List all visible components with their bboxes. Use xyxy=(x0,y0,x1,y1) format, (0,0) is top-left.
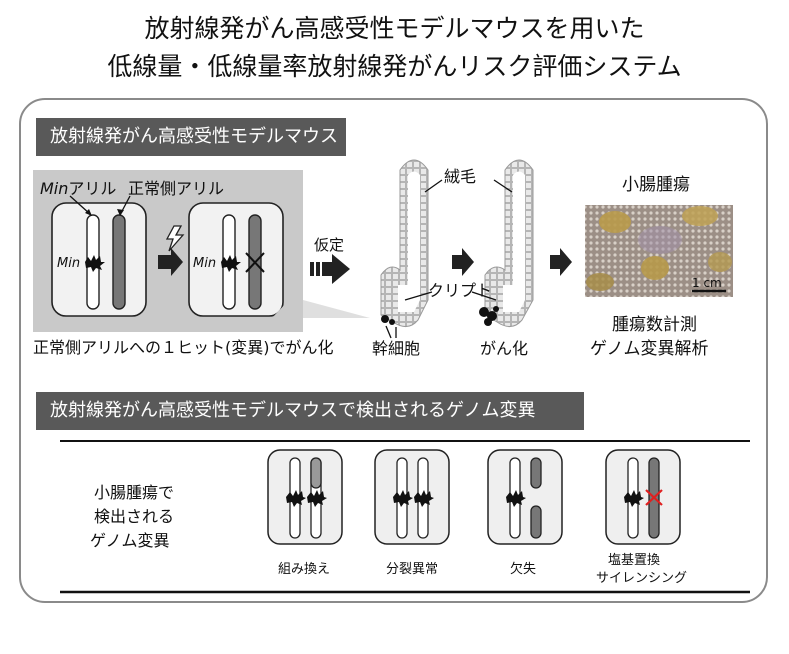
arrow-icon-3 xyxy=(452,248,474,276)
scale-label: 1 cm xyxy=(692,276,722,290)
analysis-genome: ゲノム変異解析 xyxy=(590,339,709,359)
caption-one-hit: 正常側アリルへの１ヒット(変異)でがん化 xyxy=(33,338,334,357)
tumor-title: 小腸腫瘍 xyxy=(622,175,690,195)
analysis-count: 腫瘍数計測 xyxy=(612,315,697,335)
title-line-2: 低線量・低線量率放射線発がんリスク評価システム xyxy=(107,52,682,81)
title-line-1: 放射線発がん高感受性モデルマウスを用いた xyxy=(144,14,645,43)
mutation-deletion xyxy=(487,449,563,545)
type-recombination: 組み換え xyxy=(278,562,331,577)
mutation-base-substitution xyxy=(605,449,681,545)
cancer-label: がん化 xyxy=(480,339,529,358)
arrow-icon-1 xyxy=(158,248,183,276)
radiation-lightning-icon xyxy=(165,225,185,252)
hypothesis-label: 仮定 xyxy=(314,236,345,254)
left-label-2: 検出される xyxy=(94,507,175,526)
mutation-recombination xyxy=(267,449,343,545)
outer-frame xyxy=(19,98,768,603)
left-label-1: 小腸腫瘍で xyxy=(94,483,175,502)
villus-crypt-cancer xyxy=(479,159,534,327)
min-allele-pointer xyxy=(69,195,91,215)
tumor-photo xyxy=(585,205,733,297)
min-marker-1: Min xyxy=(57,256,81,271)
type-deletion: 欠失 xyxy=(510,562,537,577)
mutation-division-error xyxy=(374,449,450,545)
arrow-icon-2 xyxy=(310,254,350,284)
min-allele-label: Minアリル xyxy=(40,179,117,198)
section1-banner: 放射線発がん高感受性モデルマウス xyxy=(36,118,346,156)
normal-allele-label: 正常側アリル xyxy=(128,179,225,198)
chromosome-pair-normal xyxy=(51,202,147,317)
type-division-error: 分裂異常 xyxy=(386,562,439,577)
left-label-3: ゲノム変異 xyxy=(90,531,170,550)
villus-label: 絨毛 xyxy=(444,167,477,186)
type-silencing: サイレンシング xyxy=(596,571,688,586)
crypt-label: クリプト xyxy=(428,281,493,300)
section2-banner: 放射線発がん高感受性モデルマウスで検出されるゲノム変異 xyxy=(36,392,584,430)
stem-cell-label: 幹細胞 xyxy=(372,339,421,358)
villus-crypt-normal xyxy=(380,159,429,327)
chromosome-pair-hit xyxy=(188,202,284,317)
type-base-substitution: 塩基置換 xyxy=(608,553,661,568)
arrow-icon-4 xyxy=(550,248,572,276)
min-marker-2: Min xyxy=(193,256,217,271)
